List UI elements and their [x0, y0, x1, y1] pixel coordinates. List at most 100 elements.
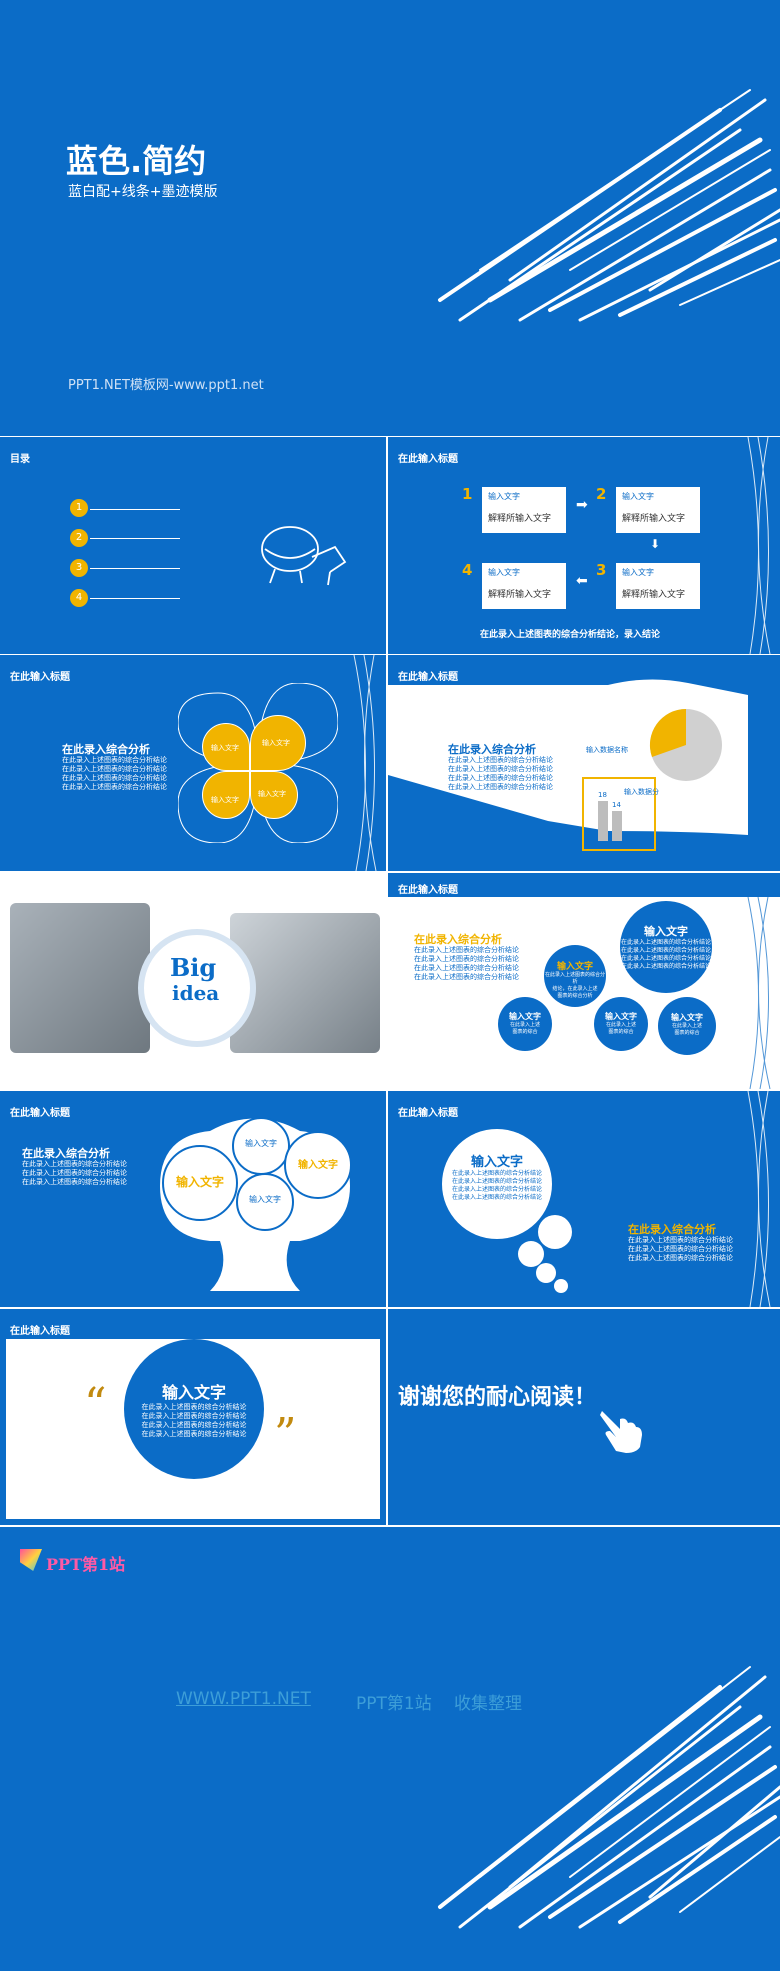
- big-bubble[interactable]: 输入文字 在此录入上述图表的综合分析结论 在此录入上述图表的综合分析结论 在此录…: [620, 901, 712, 993]
- tree-circle-label: 输入文字: [298, 1160, 338, 1171]
- thought-bubble[interactable]: 输入文字 在此录入上述图表的综合分析结论 在此录入上述图表的综合分析结论 在此录…: [442, 1129, 552, 1239]
- quote-slide: 在此输入标题 “ ” 输入文字 在此录入上述图表的综合分析结论 在此录入上述图表…: [0, 1309, 386, 1525]
- big-bubble-title: 输入文字: [644, 925, 688, 938]
- petal-label: 输入文字: [262, 739, 290, 747]
- tree-circle-large[interactable]: 输入文字: [162, 1145, 238, 1221]
- mid-bubble-line: 图表的综合分析: [557, 993, 593, 999]
- idea-word-big: Big: [170, 953, 217, 982]
- thought-analysis-line: 在此录入上述图表的综合分析结论: [628, 1245, 733, 1253]
- idea-circle-ring: [138, 929, 256, 1047]
- small-bubble-line: 图表的综合: [608, 1029, 634, 1035]
- tree-header: 在此输入标题: [10, 1108, 70, 1119]
- small-bubble-title: 输入文字: [671, 1013, 703, 1022]
- flower-analysis-line: 在此录入上述图表的综合分析结论: [62, 765, 167, 773]
- tree-analysis-line: 在此录入上述图表的综合分析结论: [22, 1160, 127, 1168]
- petal-bottom-right[interactable]: [250, 771, 298, 819]
- bubbles-analysis-line: 在此录入上述图表的综合分析结论: [414, 955, 519, 963]
- flower-analysis-title: 在此录入综合分析: [62, 743, 150, 756]
- flower-analysis-line: 在此录入上述图表的综合分析结论: [62, 774, 167, 782]
- tree-circle-top[interactable]: 输入文字: [232, 1117, 290, 1175]
- toc-item-1-badge[interactable]: 1: [70, 499, 88, 517]
- ink-strokes-graphic: [438, 89, 780, 322]
- flower-header: 在此输入标题: [10, 672, 70, 683]
- process-slide: 在此输入标题 1 输入文字 解释所输入文字 ➡ 2 输入文字 解释所输入文字 ⬇…: [388, 437, 780, 654]
- mid-bubble-line: 结论，在此录入上述: [552, 986, 598, 992]
- bubbles-slide: 在此输入标题 在此录入综合分析 在此录入上述图表的综合分析结论 在此录入上述图表…: [388, 873, 780, 1089]
- toc-item-4-badge[interactable]: 4: [70, 589, 88, 607]
- step-3-number: 3: [596, 561, 607, 579]
- big-bubble-line: 在此录入上述图表的综合分析结论: [620, 963, 711, 970]
- arrow-left-icon: ⬅: [576, 573, 588, 589]
- petal-label: 输入文字: [211, 744, 239, 752]
- pie-analysis-title: 在此录入综合分析: [448, 743, 536, 756]
- bar-1: [598, 801, 608, 841]
- step-1-label: 输入文字: [488, 492, 520, 501]
- open-quote-mark: “: [84, 1379, 107, 1430]
- collect-text: 收集整理: [454, 1694, 522, 1714]
- step-2-number: 2: [596, 485, 607, 503]
- small-bubble[interactable]: 输入文字 在此录入上述 图表的综合: [658, 997, 716, 1055]
- petal-top-left[interactable]: [202, 723, 250, 771]
- site-name: PPT第1站: [356, 1694, 432, 1714]
- header-bar: [388, 873, 780, 897]
- toc-item-4-line: [90, 598, 180, 599]
- bar-2-value: 14: [612, 801, 621, 809]
- quote-line: 在此录入上述图表的综合分析结论: [141, 1430, 247, 1438]
- ending-slide: PPT第1站 WWW.PPT1.NET PPT第1站 收集整理: [0, 1527, 780, 1971]
- tree-analysis-title: 在此录入综合分析: [22, 1147, 110, 1160]
- step-2-desc: 解释所输入文字: [622, 514, 686, 524]
- pie-header: 在此输入标题: [398, 672, 458, 683]
- thanks-text: 谢谢您的耐心阅读！: [398, 1385, 597, 1410]
- thought-dot-tiny: [554, 1279, 568, 1293]
- toc-item-3-badge[interactable]: 3: [70, 559, 88, 577]
- small-bubble-line: 图表的综合: [674, 1030, 700, 1036]
- step-4-desc: 解释所输入文字: [488, 590, 552, 600]
- petal-bottom-left[interactable]: [202, 771, 250, 819]
- pie-sub-label: 输入数据分: [624, 788, 659, 796]
- quote-circle[interactable]: 输入文字 在此录入上述图表的综合分析结论 在此录入上述图表的综合分析结论 在此录…: [124, 1339, 264, 1479]
- thought-dot-small: [536, 1263, 556, 1283]
- step-2-box[interactable]: 输入文字 解释所输入文字: [614, 485, 702, 535]
- curve-lines-decoration: [747, 897, 771, 1089]
- big-bubble-line: 在此录入上述图表的综合分析结论: [620, 939, 711, 946]
- thanks-slide: 谢谢您的耐心阅读！: [388, 1309, 780, 1525]
- logo-mark: [20, 1549, 42, 1571]
- mid-bubble-line: 在此录入上述图表的综合分析: [544, 972, 605, 985]
- big-bubble-line: 在此录入上述图表的综合分析结论: [620, 947, 711, 954]
- tree-circle-right[interactable]: 输入文字: [284, 1131, 352, 1199]
- small-bubble-line: 在此录入上述: [671, 1023, 702, 1029]
- toc-item-2-line: [90, 538, 180, 539]
- toc-item-3-line: [90, 568, 180, 569]
- cover-subtitle: 蓝白配+线条+墨迹模版: [68, 184, 218, 200]
- sketch-figure-graphic: [261, 526, 347, 586]
- petal-top-right[interactable]: [250, 715, 306, 771]
- step-3-label: 输入文字: [622, 568, 654, 577]
- thought-bubble-line: 在此录入上述图表的综合分析结论: [451, 1170, 542, 1177]
- small-bubble[interactable]: 输入文字 在此录入上述 图表的综合: [498, 997, 552, 1051]
- mid-bubble[interactable]: 输入文字 在此录入上述图表的综合分析 结论，在此录入上述 图表的综合分析: [544, 945, 606, 1007]
- bubbles-header: 在此输入标题: [398, 885, 458, 896]
- small-bubble[interactable]: 输入文字 在此录入上述 图表的综合: [594, 997, 648, 1051]
- bar-1-value: 18: [598, 791, 607, 799]
- device-collage-left: [10, 903, 150, 1053]
- pie-data-label: 输入数据名称: [586, 746, 628, 754]
- bubbles-analysis-title: 在此录入综合分析: [414, 933, 502, 946]
- toc-item-2-badge[interactable]: 2: [70, 529, 88, 547]
- curve-lines-decoration: [747, 1091, 771, 1307]
- thought-bubble-line: 在此录入上述图表的综合分析结论: [451, 1194, 542, 1201]
- tree-slide: 在此输入标题 在此录入综合分析 在此录入上述图表的综合分析结论 在此录入上述图表…: [0, 1091, 386, 1307]
- site-link[interactable]: WWW.PPT1.NET: [176, 1689, 311, 1709]
- pointing-hand-icon: [600, 1411, 642, 1453]
- toc-item-1-line: [90, 509, 180, 510]
- thought-analysis-title: 在此录入综合分析: [628, 1223, 716, 1236]
- tree-circle-bottom[interactable]: 输入文字: [236, 1173, 294, 1231]
- thought-bubble-line: 在此录入上述图表的综合分析结论: [451, 1186, 542, 1193]
- step-1-box[interactable]: 输入文字 解释所输入文字: [480, 485, 568, 535]
- thought-analysis-line: 在此录入上述图表的综合分析结论: [628, 1236, 733, 1244]
- tree-analysis-line: 在此录入上述图表的综合分析结论: [22, 1169, 127, 1177]
- tree-circle-label: 输入文字: [249, 1195, 281, 1204]
- small-bubble-title: 输入文字: [605, 1012, 637, 1021]
- step-4-box[interactable]: 输入文字 解释所输入文字: [480, 561, 568, 611]
- thought-bubble-title: 输入文字: [470, 1155, 523, 1170]
- step-3-box[interactable]: 输入文字 解释所输入文字: [614, 561, 702, 611]
